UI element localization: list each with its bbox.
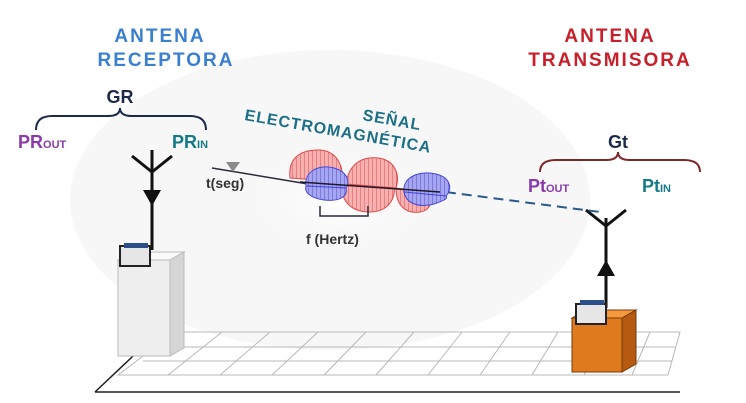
frequency-label: f (Hertz): [306, 231, 359, 247]
receiver-pout-label: PROUT: [18, 132, 67, 152]
frequency-bracket: [319, 206, 369, 217]
electromagnetic-wave: [289, 149, 451, 213]
time-direction-arrow-icon: [226, 162, 240, 172]
time-axis-label: t(seg): [206, 175, 244, 191]
magnetic-field-lobe: [403, 191, 448, 206]
transmitter-up-arrow-icon: [597, 260, 615, 276]
transmitter-device: [575, 300, 607, 325]
receiver-pin-label: PRIN: [172, 132, 208, 152]
receiver-gain-label: GR: [107, 87, 134, 107]
wave-axis: [299, 181, 441, 193]
receiver-antenna: [131, 150, 173, 250]
receiver-down-arrow-icon: [143, 190, 161, 206]
transmitter-gain-label: Gt: [608, 132, 628, 152]
magnetic-field-lobe: [305, 185, 347, 201]
transmitter-title-line2: TRANSMISORA: [528, 50, 691, 71]
transmitter-antenna: [585, 208, 627, 308]
transmitter-pin-label: PtIN: [642, 176, 671, 196]
receiver-gain-brace: [35, 107, 207, 131]
receiver-title-line2: RECEPTORA: [98, 50, 235, 71]
transmitter-gain-brace: [539, 151, 701, 173]
transmitter-title-line1: ANTENA: [564, 26, 655, 47]
propagation-dashed-line: [429, 189, 601, 213]
propagation-line: [211, 167, 309, 185]
receiver-pedestal: [116, 251, 186, 357]
electric-field-lobe: [345, 157, 398, 189]
receiver-title-line1: ANTENA: [114, 26, 205, 47]
transmitter-pout-label: PtOUT: [528, 176, 570, 196]
receiver-device: [119, 243, 151, 267]
signal-glow: [210, 130, 470, 270]
